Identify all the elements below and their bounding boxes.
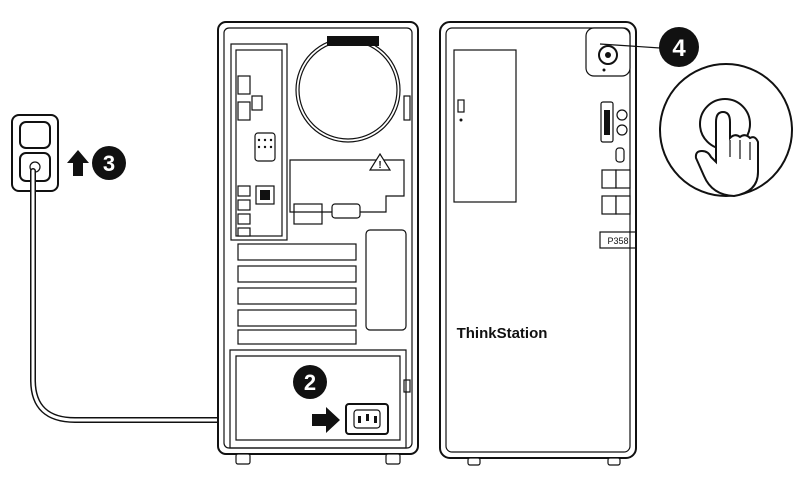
step-2-number: 2	[304, 370, 316, 395]
svg-text:!: !	[378, 160, 381, 171]
chassis-front-view: P358 ThinkStation	[439, 21, 637, 466]
warning-icon	[368, 152, 392, 171]
step-3-number: 3	[103, 151, 115, 176]
arrow-right-icon	[312, 407, 340, 433]
step-2-badge	[293, 365, 327, 399]
chassis-rear-view: ! 2	[217, 21, 419, 465]
step-4-badge	[659, 27, 699, 67]
optical-drive-bay	[453, 49, 517, 203]
model-label: P358	[607, 236, 628, 246]
step-4-number: 4	[672, 35, 686, 62]
fan-grill	[295, 37, 401, 143]
arrow-up-icon	[67, 150, 89, 176]
finger-press-icon	[694, 110, 759, 198]
step-3-badge	[92, 146, 126, 180]
brand-logo: ThinkStation	[457, 325, 548, 342]
power-inlet	[345, 403, 389, 435]
wall-outlet-icon	[11, 114, 59, 192]
step-3-group: 3	[67, 146, 126, 180]
io-panel	[230, 43, 288, 241]
step-4-group: 4	[599, 27, 793, 198]
expansion-slots	[237, 229, 407, 345]
